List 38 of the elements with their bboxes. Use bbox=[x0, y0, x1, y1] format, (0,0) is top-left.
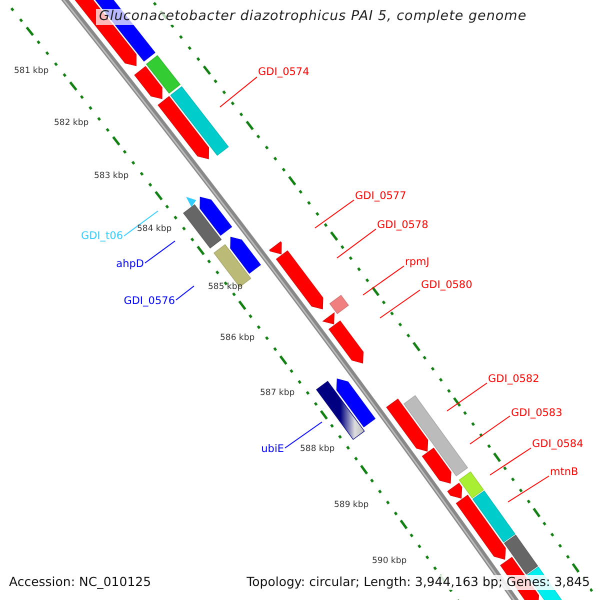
leader-line bbox=[284, 422, 322, 448]
position-label: 590 kbp bbox=[372, 557, 407, 566]
leader-line bbox=[124, 210, 158, 236]
position-label: 588 kbp bbox=[300, 445, 335, 454]
gene-label: rpmJ bbox=[405, 257, 430, 268]
leader-line bbox=[314, 200, 354, 228]
position-label: 589 kbp bbox=[334, 501, 369, 510]
leader-line bbox=[176, 286, 194, 300]
leader-line bbox=[380, 290, 420, 318]
gene-label: mtnB bbox=[550, 467, 578, 478]
footer-text: Topology: circular; Length: 3,944,163 bp; Genes: 3,845 bbox=[246, 575, 590, 590]
leader-line bbox=[336, 228, 376, 258]
gene-label: GDI_0584 bbox=[532, 439, 584, 450]
leader-line bbox=[470, 416, 510, 444]
position-label: 587 kbp bbox=[260, 389, 295, 398]
gene-label: GDI_0580 bbox=[421, 280, 472, 290]
gene-label: GDI_0576 bbox=[124, 296, 175, 306]
position-label: 583 kbp bbox=[94, 172, 129, 180]
gene-label: GDI_0582 bbox=[488, 374, 540, 384]
gene-label: GDI_t06 bbox=[80, 231, 123, 242]
gene-label: GDI_0574 bbox=[258, 67, 310, 78]
leader-line bbox=[362, 266, 404, 296]
gene-label: GDI_0583 bbox=[511, 408, 562, 418]
leader-line bbox=[220, 76, 258, 108]
gene-label: ubiE bbox=[261, 444, 284, 454]
leader-line bbox=[490, 448, 532, 476]
leader-line bbox=[446, 382, 488, 412]
position-label: 581 kbp bbox=[14, 67, 49, 76]
position-label: 586 kbp bbox=[220, 334, 255, 342]
gene-label: ahpD bbox=[116, 259, 144, 270]
leader-line bbox=[508, 476, 550, 502]
position-label: 584 kbp bbox=[137, 225, 172, 234]
gene-label: GDI_0578 bbox=[377, 220, 428, 230]
gene-label: GDI_0577 bbox=[355, 191, 406, 202]
leader-line bbox=[144, 240, 176, 264]
position-label: 582 kbp bbox=[54, 119, 89, 128]
footer-text: Accession: NC_010125 bbox=[9, 575, 152, 590]
position-label: 585 kbp bbox=[208, 283, 243, 292]
